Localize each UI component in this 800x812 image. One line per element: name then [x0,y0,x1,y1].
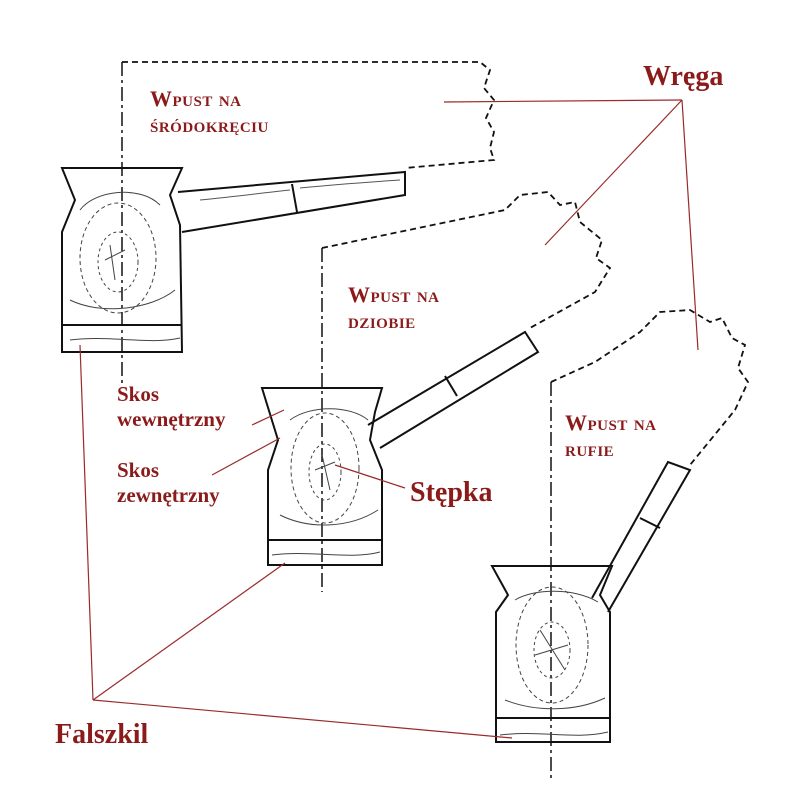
keel-section-stern [490,309,750,782]
label-wpust-dziobie: Wpust na dziobie [348,282,440,334]
plank-joint-bow [444,375,458,397]
label-skos-zewnetrzny-line2: zewnętrzny [117,482,220,507]
leader-wrega-midship [443,99,683,103]
label-skos-zewnetrzny-line1: Skos [117,458,160,482]
label-stepka: Stępka [410,477,493,508]
keel-body-bow [260,387,384,566]
plank-stern [591,460,692,613]
label-wpust-srodkreciu: Wpust na śródokręciu [150,86,269,138]
label-skos-zewnetrzny: Skos zewnętrzny [117,458,220,508]
label-skos-wewnetrzny: Skos wewnętrzny [117,382,225,432]
label-wpust-rufie-line1: Wpust na [565,410,657,435]
leader-falszkil-bow [92,562,286,701]
label-wpust-rufie-line2: rufie [565,435,615,461]
leader-lines [79,99,699,739]
leader-wrega-bow [544,99,683,246]
keel-body-stern [490,565,614,743]
keel-section-midship [60,61,496,388]
frame-outline-bow [321,191,612,329]
label-wpust-srodkreciu-line1: Wpust na [150,86,242,111]
plank-joint-midship [291,183,298,213]
wood-grain-midship [69,191,181,342]
label-skos-wewnetrzny-line2: wewnętrzny [117,406,226,431]
label-wpust-rufie: Wpust na rufie [565,410,657,462]
leader-wrega-stern [681,99,699,351]
leader-falszkil-midship [79,344,94,701]
label-wpust-srodkreciu-line2: śródokręciu [150,111,269,137]
label-wpust-dziobie-line2: dziobie [348,307,416,333]
plank-joint-stern [639,517,661,529]
leader-falszkil-stern [92,699,513,739]
label-wrega: Wręga [643,61,724,92]
keel-body-midship [60,167,184,353]
plank-midship [177,170,406,233]
label-skos-wewnetrzny-line1: Skos [117,382,160,406]
frame-outline-stern [550,309,750,466]
leader-stepka [334,464,406,489]
leader-skos-zewnetrzny [211,437,281,476]
frame-outline-midship [122,61,496,169]
label-wpust-dziobie-line1: Wpust na [348,282,440,307]
keel-section-bow [260,191,612,592]
label-falszkil: Falszkil [55,719,149,750]
leader-skos-wewnetrzny [251,409,285,426]
wood-grain-bow [271,408,381,556]
wood-grain-stern [499,586,609,736]
